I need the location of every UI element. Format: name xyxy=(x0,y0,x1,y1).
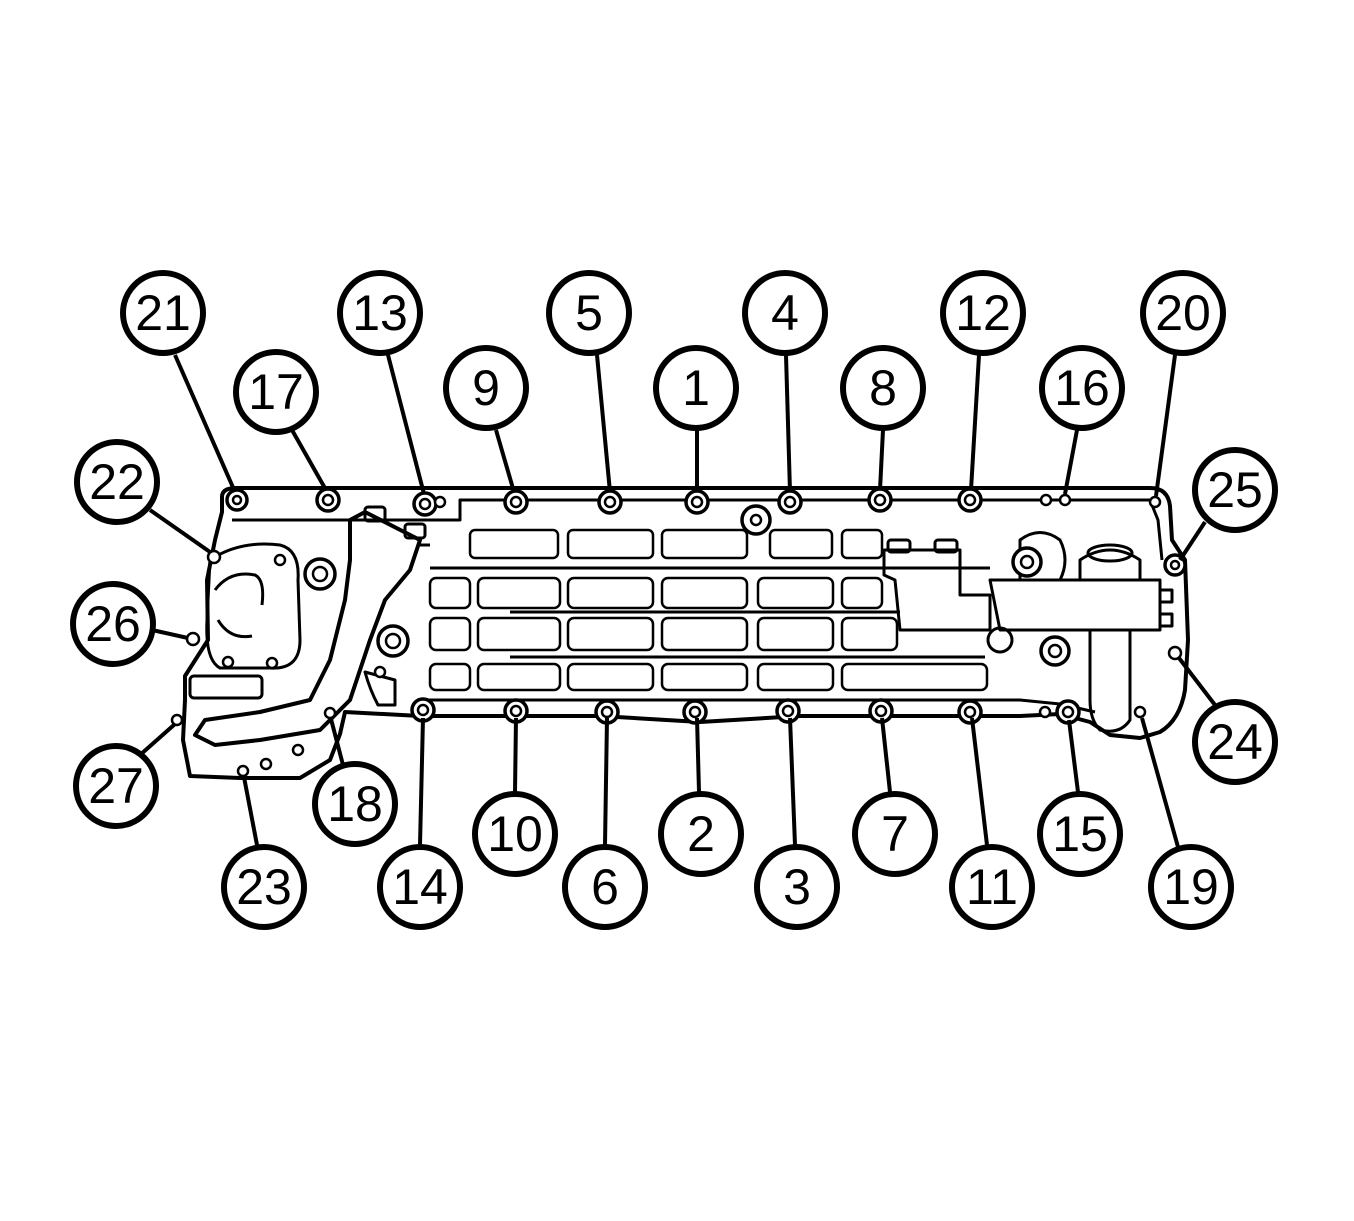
rib-grid xyxy=(428,528,990,692)
callout-label: 7 xyxy=(881,806,909,862)
callout-label: 16 xyxy=(1054,360,1110,416)
callout-6: 6 xyxy=(562,717,648,930)
callout-18: 18 xyxy=(312,718,398,847)
callout-11: 11 xyxy=(949,717,1035,930)
callout-label: 4 xyxy=(771,285,799,341)
callout-label: 6 xyxy=(591,859,619,915)
callout-10: 10 xyxy=(472,717,558,877)
callout-label: 15 xyxy=(1052,806,1108,862)
callout-21: 21 xyxy=(120,270,237,493)
callout-label: 14 xyxy=(392,859,448,915)
callout-5: 5 xyxy=(546,270,632,493)
callout-label: 3 xyxy=(783,859,811,915)
right-side-components xyxy=(740,504,1174,733)
callout-22: 22 xyxy=(74,439,212,554)
callout-24: 24 xyxy=(1177,656,1278,785)
callout-8: 8 xyxy=(840,345,926,491)
callout-23: 23 xyxy=(221,776,307,930)
callout-27: 27 xyxy=(73,722,177,829)
bolt-heads xyxy=(170,487,1187,778)
callout-17: 17 xyxy=(233,349,328,491)
callout-26: 26 xyxy=(70,581,189,667)
callout-20: 20 xyxy=(1140,270,1226,497)
pickup-tube xyxy=(193,505,430,747)
callout-1: 1 xyxy=(653,345,739,492)
callout-3: 3 xyxy=(754,717,840,930)
callout-12: 12 xyxy=(940,270,1026,491)
callout-13: 13 xyxy=(337,270,426,495)
callout-label: 12 xyxy=(955,285,1011,341)
callout-label: 27 xyxy=(88,758,144,814)
callout-9: 9 xyxy=(443,345,529,493)
callout-label: 5 xyxy=(575,285,603,341)
callout-label: 22 xyxy=(89,454,145,510)
callout-label: 21 xyxy=(135,285,191,341)
callout-label: 24 xyxy=(1207,714,1263,770)
callout-label: 18 xyxy=(327,776,383,832)
callout-label: 13 xyxy=(352,285,408,341)
callout-19: 19 xyxy=(1140,717,1234,930)
callout-label: 20 xyxy=(1155,285,1211,341)
callout-layer: 1 2 3 4 5 6 xyxy=(70,270,1278,930)
callout-label: 17 xyxy=(248,364,304,420)
callout-label: 19 xyxy=(1163,859,1219,915)
callout-label: 23 xyxy=(236,859,292,915)
callout-25: 25 xyxy=(1178,447,1278,562)
callout-label: 8 xyxy=(869,360,897,416)
callout-label: 1 xyxy=(682,360,710,416)
callout-label: 25 xyxy=(1207,462,1263,518)
callout-15: 15 xyxy=(1037,719,1123,877)
callout-4: 4 xyxy=(742,270,828,493)
callout-label: 11 xyxy=(966,859,1018,915)
callout-16: 16 xyxy=(1039,345,1125,495)
callout-label: 10 xyxy=(487,806,543,862)
callout-2: 2 xyxy=(658,717,744,877)
callout-label: 9 xyxy=(472,360,500,416)
callout-label: 2 xyxy=(687,806,715,862)
callout-7: 7 xyxy=(852,717,938,877)
oil-pan-part-drawing xyxy=(170,486,1190,780)
callout-14: 14 xyxy=(377,717,463,930)
end-cover xyxy=(188,542,305,771)
callout-label: 26 xyxy=(85,596,141,652)
inner-rim xyxy=(232,498,1164,561)
